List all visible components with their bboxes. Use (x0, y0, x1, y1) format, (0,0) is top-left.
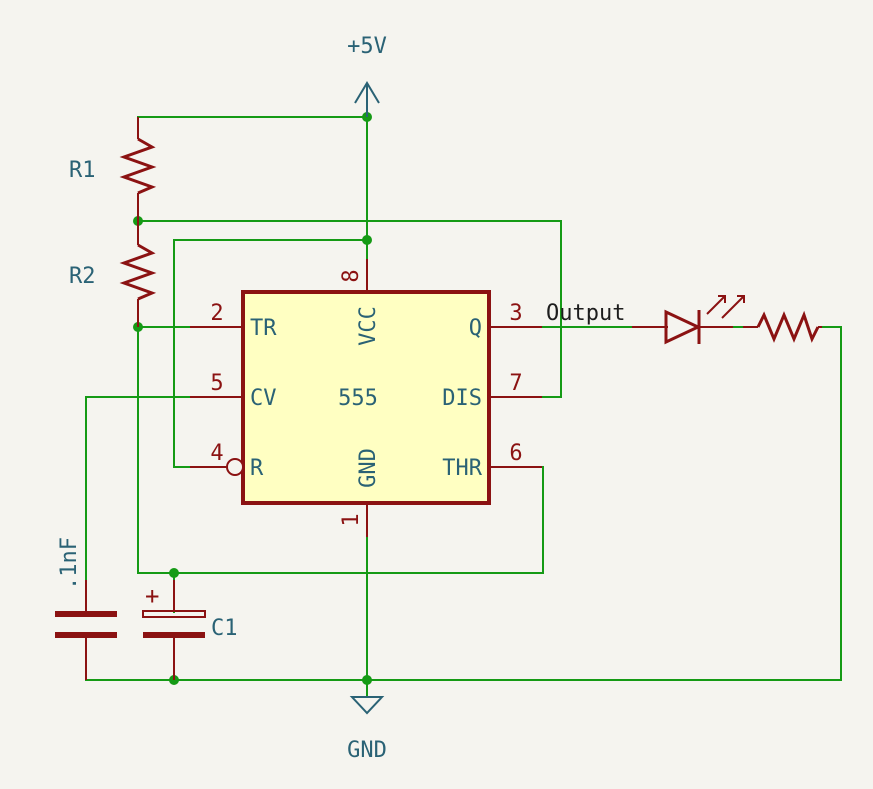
led (632, 295, 745, 345)
cv-cap-value: .1nF (57, 537, 82, 590)
wire-cv (85, 396, 191, 613)
led-diode-icon (664, 309, 702, 345)
resistor-zigzag-icon (756, 310, 820, 343)
c1-label: C1 (211, 616, 238, 641)
wire-thr (137, 466, 544, 574)
resistor-r2: R2 (69, 221, 157, 327)
junction-dot (362, 675, 372, 685)
pin-number-dis: 7 (509, 371, 522, 396)
polarized-plate-icon (142, 610, 206, 618)
ground-icon (349, 696, 385, 715)
pin-name-dis: DIS (442, 386, 482, 411)
vcc-symbol: +5V (347, 34, 387, 117)
pin-number-thr: 6 (509, 441, 522, 466)
capacitor-plates-icon (55, 611, 117, 638)
c1-polarity-mark: + (145, 582, 159, 610)
r2-label: R2 (69, 264, 96, 289)
pin-number-gnd: 1 (339, 513, 364, 526)
pin-number-r: 4 (210, 441, 223, 466)
r1-label: R1 (69, 158, 96, 183)
output-net-label: Output (546, 301, 625, 326)
ic-555: 2 5 4 3 7 6 8 1 TR CV R Q DIS THR VCC GN… (190, 259, 542, 537)
vcc-label: +5V (347, 34, 387, 59)
resistor-zigzag-icon (119, 243, 157, 301)
capacitor-cv: .1nF (55, 537, 117, 680)
ic-body (241, 290, 491, 505)
pin-name-r: R (250, 456, 264, 481)
pin-number-vcc: 8 (339, 269, 364, 282)
pin-number-tr: 2 (210, 301, 223, 326)
pin-name-cv: CV (250, 386, 277, 411)
pin-name-gnd: GND (356, 448, 381, 488)
gnd-symbol: GND (347, 696, 387, 763)
junction-dot (169, 568, 179, 578)
resistor-zigzag-icon (119, 137, 157, 195)
pin-number-cv: 5 (210, 371, 223, 396)
ic-name: 555 (338, 386, 378, 411)
pin-name-thr: THR (442, 456, 482, 481)
junction-dot (362, 235, 372, 245)
led-light-arrows-icon (706, 295, 745, 319)
wire-r1r2-to-dis (137, 220, 562, 398)
capacitor-c1: + C1 (142, 580, 238, 680)
pin-number-q: 3 (509, 301, 522, 326)
pin-name-tr: TR (250, 316, 277, 341)
pin-stubs (190, 259, 542, 537)
gnd-label: GND (347, 738, 387, 763)
pin-name-q: Q (469, 316, 482, 341)
vcc-arrow-icon (354, 81, 380, 117)
pin-name-vcc: VCC (356, 306, 381, 346)
resistor-led (743, 310, 822, 343)
reset-inversion-bubble (226, 458, 244, 476)
resistor-r1: R1 (69, 117, 157, 221)
